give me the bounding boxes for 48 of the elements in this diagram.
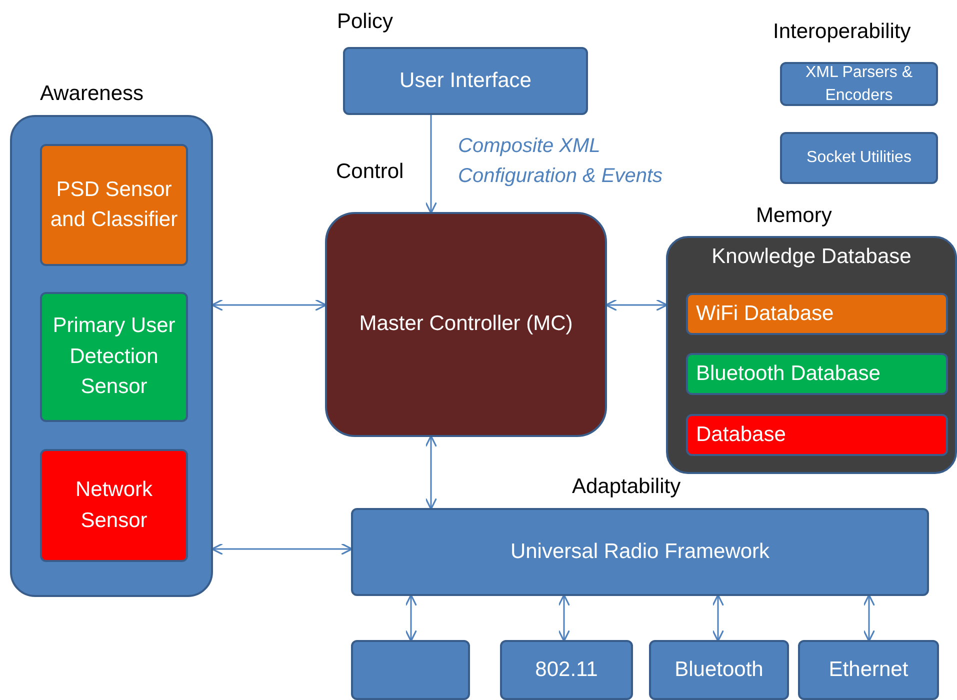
arrow: [404, 594, 418, 642]
arrow: [424, 115, 438, 214]
node-label: PSD Sensor and Classifier: [50, 176, 178, 233]
section-heading: Control: [336, 160, 404, 184]
node-label: Primary User Detection Sensor: [52, 313, 176, 400]
process-box: [40, 144, 188, 266]
node-label: XML Parsers & Encoders: [804, 62, 914, 106]
section-heading: Interoperability: [773, 20, 911, 44]
process-box: [686, 353, 948, 395]
process-box: [40, 449, 188, 562]
arrow: [211, 542, 353, 556]
node-label: 802.11: [535, 656, 598, 683]
node-label: User Interface: [400, 68, 532, 94]
process-box: [686, 293, 948, 335]
arrow: [558, 594, 570, 642]
process-box: [40, 292, 188, 422]
section-heading: Awareness: [40, 82, 144, 106]
node-label: Master Controller (MC): [359, 311, 573, 338]
group-panel: [10, 115, 213, 597]
section-heading: Policy: [337, 10, 394, 34]
panel-title: Knowledge Database: [712, 244, 912, 270]
process-box: [351, 508, 929, 596]
node-label: Universal Radio Framework: [510, 538, 770, 565]
process-box: [798, 640, 939, 700]
process-box: [780, 62, 938, 106]
node-label: WiFi Database: [696, 300, 834, 327]
process-box: [325, 212, 607, 437]
edge-label: Composite XML Configuration & Events: [458, 134, 664, 189]
node-label: Bluetooth Database: [696, 360, 880, 387]
arrow: [605, 298, 668, 312]
section-heading: Adaptability: [572, 475, 681, 499]
process-box: [500, 640, 633, 700]
process-box: [649, 640, 789, 700]
node-label: Bluetooth: [674, 656, 764, 683]
arrow: [424, 435, 438, 510]
node-label: Network Sensor: [74, 477, 154, 534]
node-label: Socket Utilities: [806, 148, 912, 168]
process-box: [343, 47, 588, 115]
arrow: [211, 298, 327, 312]
arrow: [712, 594, 724, 642]
arrow: [862, 594, 876, 642]
node-label: Database: [696, 422, 786, 448]
process-box: [780, 132, 938, 184]
process-box: [686, 414, 948, 456]
node-label: Ethernet: [828, 656, 908, 683]
database-panel: [666, 236, 957, 474]
empty-box: [351, 640, 470, 700]
section-heading: Memory: [756, 204, 832, 228]
